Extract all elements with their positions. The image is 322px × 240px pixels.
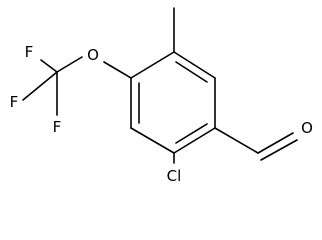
ring-bond-c6-c1 bbox=[130, 51, 175, 79]
atom-labels: F F F O O Cl bbox=[10, 43, 313, 185]
ring-bond-c4-c5 bbox=[130, 127, 175, 154]
atom-label-f-top: F bbox=[25, 43, 34, 61]
bonds bbox=[22, 7, 298, 164]
ring-bond-c1-c2 bbox=[173, 51, 216, 79]
carbonyl-double-bond-outer bbox=[257, 132, 294, 154]
oxygen-to-cf3-bond bbox=[56, 56, 83, 73]
cf3-to-f-left-bond bbox=[22, 71, 58, 101]
atom-label-oxygen-aldehyde: O bbox=[301, 119, 313, 137]
ring-double-bond-c1-c2 bbox=[175, 61, 208, 83]
ring-bond-c3-c4 bbox=[173, 127, 216, 154]
atom-label-chlorine: Cl bbox=[167, 167, 182, 185]
ring-to-oxygen-bond bbox=[103, 61, 132, 79]
atom-label-f-left: F bbox=[10, 93, 19, 111]
atom-label-f-bottom: F bbox=[53, 118, 62, 136]
cf3-to-f-top-bond bbox=[40, 59, 58, 73]
carbonyl-double-bond-inner bbox=[260, 139, 298, 161]
atom-label-oxygen-ether: O bbox=[87, 46, 99, 64]
ring-to-carbonyl-bond bbox=[214, 127, 259, 154]
ring-double-bond-c3-c4 bbox=[175, 123, 208, 144]
chemical-structure: F F F O O Cl bbox=[10, 7, 313, 185]
